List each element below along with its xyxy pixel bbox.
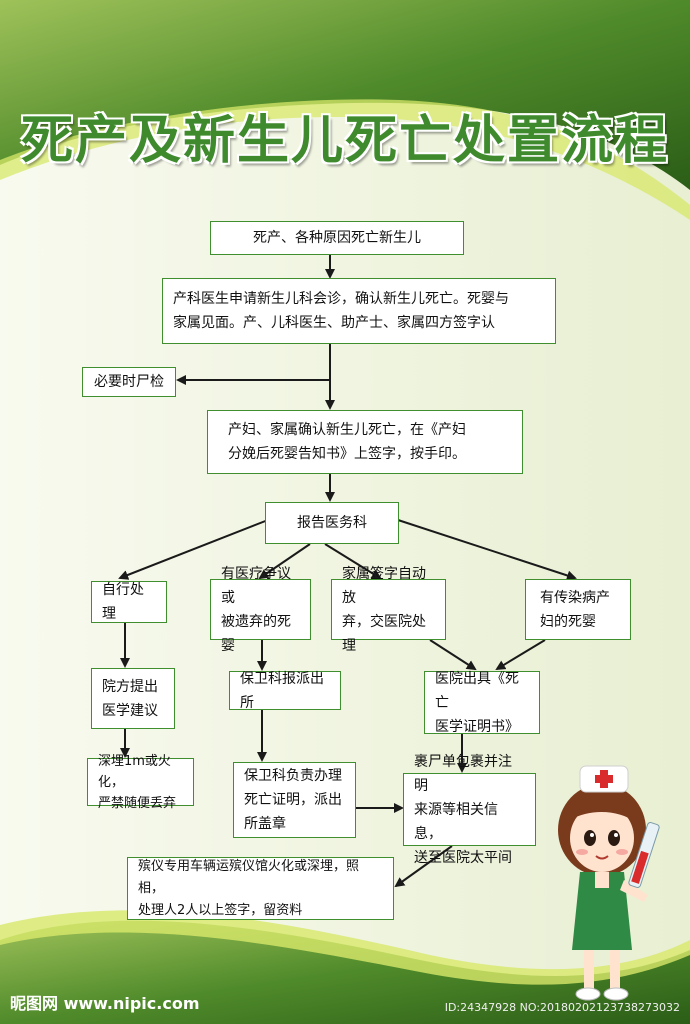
node-bury: 深埋1m或火化， 严禁随便丢弃 xyxy=(87,754,194,811)
arrow-infectious-cert xyxy=(495,639,546,671)
node-infectious: 有传染病产 妇的死婴 xyxy=(525,579,631,640)
node-self: 自行处理 xyxy=(91,581,167,623)
node-confirm: 产妇、家属确认新生儿死亡，在《产妇 分娩后死婴告知书》上签字，按手印。 xyxy=(207,410,523,474)
node-wrap: 裹尸单包裹并注明 来源等相关信息， 送至医院太平间 xyxy=(403,754,536,866)
node-dispute: 有医疗争议或 被遗弃的死婴 xyxy=(210,566,311,654)
arrow-report-infectious xyxy=(397,519,577,581)
arrow-wrap-funeral xyxy=(394,845,453,888)
node-consult: 产科医生申请新生儿科会诊，确认新生儿死亡。死婴与 家属见面。产、儿科医生、助产士… xyxy=(162,278,556,344)
node-cert: 医院出具《死亡 医学证明书》 xyxy=(424,671,540,735)
nurse-illustration xyxy=(558,765,660,1001)
node-start: 死产、各种原因死亡新生儿 xyxy=(210,221,464,255)
node-security: 保卫科报派出所 xyxy=(229,671,341,711)
node-security-handle: 保卫科负责办理 死亡证明，派出 所盖章 xyxy=(233,762,356,838)
image-id-watermark: ID:24347928 NO:20180202123738273032 xyxy=(444,1001,680,1014)
site-watermark: 昵图网 www.nipic.com xyxy=(10,994,200,1013)
page-title: 死产及新生儿死亡处置流程 xyxy=(20,111,669,171)
arrow-report-dispute xyxy=(258,543,311,580)
arrow-family-cert xyxy=(429,639,477,671)
arrow-report-family xyxy=(324,543,382,580)
node-autopsy: 必要时尸检 xyxy=(82,367,176,397)
node-funeral: 殡仪专用车辆运殡仪馆火化或深埋，照相， 处理人2人以上签字，留资料 xyxy=(127,857,394,920)
node-family: 家属签字自动放 弃，交医院处理 xyxy=(331,566,446,654)
node-report: 报告医务科 xyxy=(265,502,399,544)
node-hospital-advice: 院方提出 医学建议 xyxy=(91,668,175,729)
arrow-report-self xyxy=(118,519,269,580)
